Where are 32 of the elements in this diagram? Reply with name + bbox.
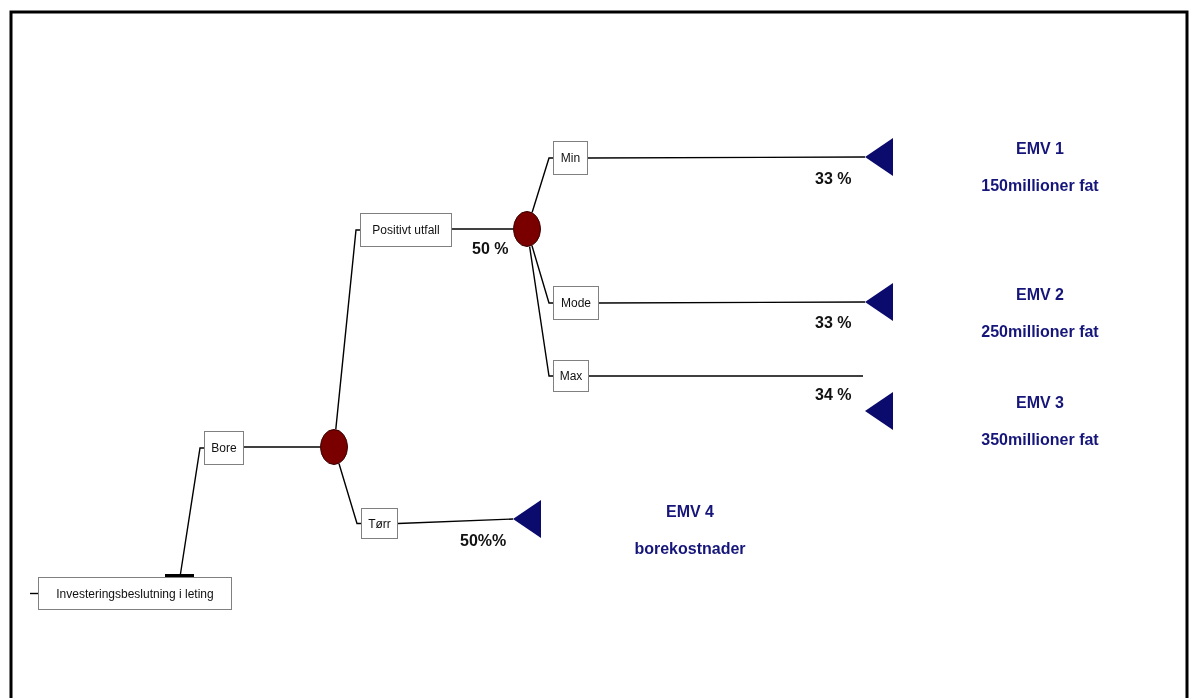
outcome-label: 350millioner fat [981,430,1099,450]
branch-line [587,156,866,159]
branch-line [451,228,514,230]
chance-node-circle [320,429,348,465]
branch-line [598,301,866,304]
outcome-label: 150millioner fat [981,176,1099,196]
decision-box: Investeringsbeslutning i leting [38,577,232,610]
branch-line [531,245,554,304]
branch-box: Tørr [361,508,398,539]
branch-box: Positivt utfall [360,213,452,247]
end-node-triangle [865,138,893,176]
outcome-label: 250millioner fat [981,322,1099,342]
branch-box: Bore [204,431,244,465]
end-node-triangle [865,392,893,430]
branch-line [528,246,554,377]
branch-line [531,157,554,213]
branch-line [243,446,321,448]
outcome-label: EMV 3 [1015,393,1065,413]
end-node-triangle [865,283,893,321]
branch-line [338,463,362,525]
branch-line [588,375,864,377]
branch-box: Mode [553,286,599,320]
outcome-label: EMV 1 [1015,139,1065,159]
outcome-label: EMV 4 [665,502,715,522]
chance-node-circle [513,211,541,247]
branch-line [335,229,361,430]
branch-box: Min [553,141,588,175]
branch-box: Max [553,360,589,392]
outcome-label: EMV 2 [1015,285,1065,305]
outcome-label: borekostnader [634,539,746,559]
branch-line [397,518,514,525]
end-node-triangle [513,500,541,538]
